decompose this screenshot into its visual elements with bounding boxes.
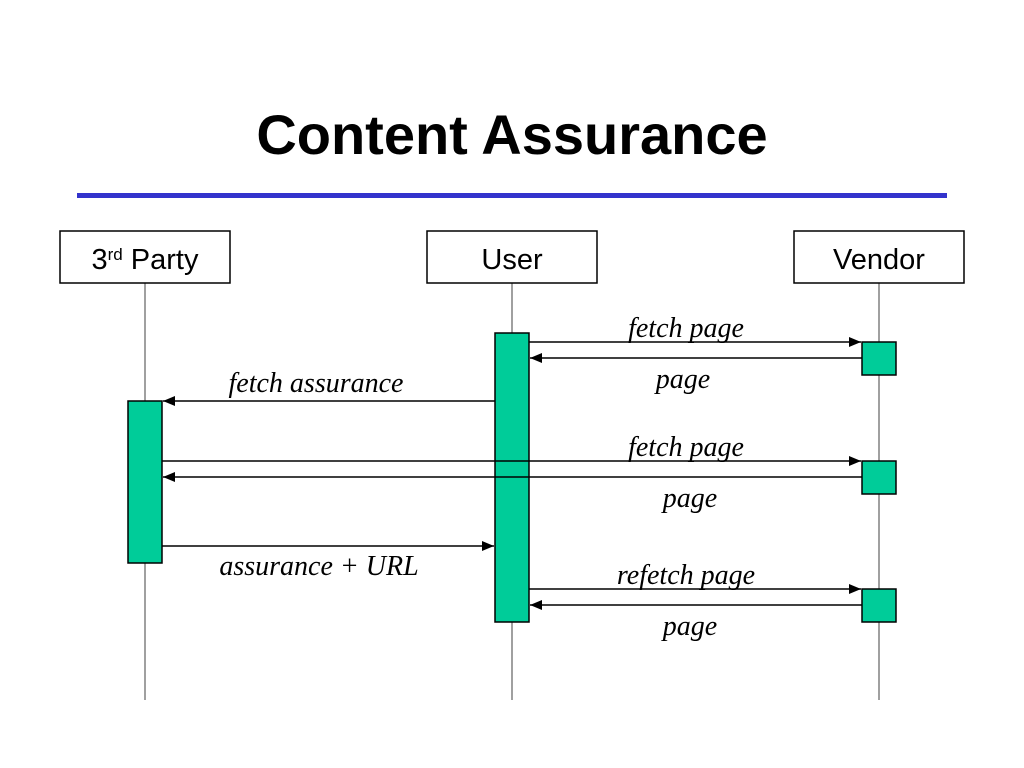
actor-user-label: User bbox=[481, 244, 543, 276]
activation-vendor-1 bbox=[861, 341, 897, 376]
actor-user: User bbox=[426, 230, 598, 284]
message-label-fetch-assurance: fetch assurance bbox=[229, 368, 404, 399]
message-label-page-1: page bbox=[654, 364, 710, 395]
title-underline bbox=[77, 193, 947, 198]
actor-third-party-superscript: rd bbox=[108, 245, 123, 264]
message-label-refetch-page: refetch page bbox=[617, 560, 755, 591]
activation-third-party bbox=[127, 400, 163, 564]
slide-title: Content Assurance bbox=[256, 103, 768, 166]
message-label-page-3: page bbox=[661, 611, 717, 642]
activation-vendor-3 bbox=[861, 588, 897, 623]
actor-third-party-label: Party bbox=[123, 244, 199, 276]
message-label-fetch-page-1: fetch page bbox=[628, 313, 744, 344]
message-label-page-2: page bbox=[661, 483, 717, 514]
actor-vendor-label: Vendor bbox=[833, 244, 925, 276]
actor-third-party-number: 3 bbox=[91, 244, 107, 276]
activation-vendor-2 bbox=[861, 460, 897, 495]
actor-third-party: 3rd Party bbox=[59, 230, 231, 284]
actor-vendor: Vendor bbox=[793, 230, 965, 284]
svg-text:3rd Party: 3rd Party bbox=[91, 244, 199, 276]
message-label-assurance-url: assurance + URL bbox=[219, 551, 418, 582]
message-label-fetch-page-2: fetch page bbox=[628, 432, 744, 463]
